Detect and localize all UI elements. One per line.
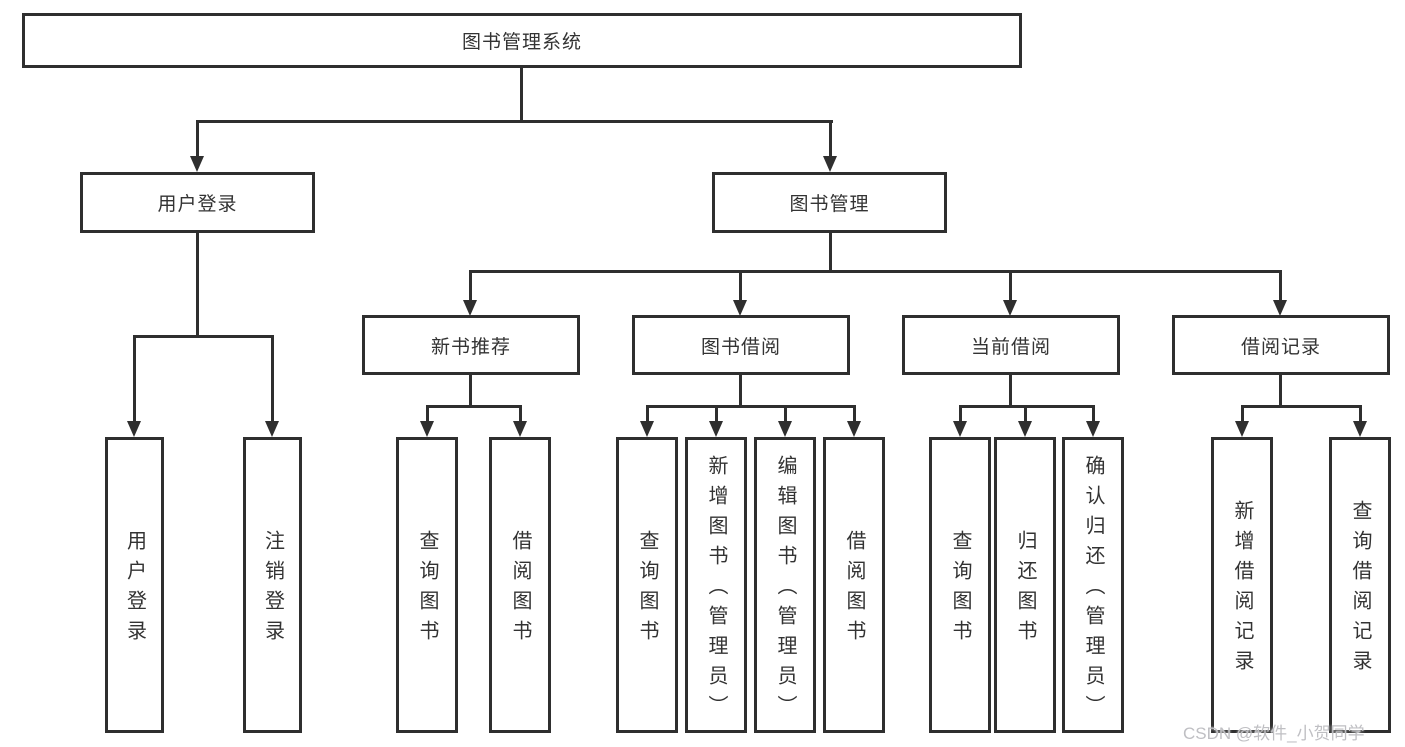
arrowhead-bb-add bbox=[709, 421, 723, 437]
connector-records-stub bbox=[1279, 375, 1282, 407]
connector-stem-book-borrow bbox=[739, 270, 742, 302]
connector-user-login-hbar bbox=[133, 335, 274, 338]
node-user-login: 用户登录 bbox=[80, 172, 315, 233]
connector-book-management-hbar bbox=[469, 270, 1282, 273]
connector-records-hbar bbox=[1241, 405, 1361, 408]
node-leaf-add-book-admin: 新增图书（管理员） bbox=[685, 437, 747, 733]
connector-stem-cb-query bbox=[959, 405, 962, 423]
node-label: 借阅图书 bbox=[509, 530, 531, 650]
node-leaf-borrow-borrow-book: 借阅图书 bbox=[823, 437, 885, 733]
node-label: 注销登录 bbox=[261, 530, 284, 650]
node-label: 当前借阅 bbox=[970, 336, 1051, 358]
node-new-book-recommend: 新书推荐 bbox=[362, 315, 580, 375]
node-current-borrow: 当前借阅 bbox=[902, 315, 1120, 375]
arrowhead-rec-add bbox=[1235, 421, 1249, 437]
arrowhead-bb-edit bbox=[778, 421, 792, 437]
arrowhead-rec-query bbox=[1353, 421, 1367, 437]
connector-stem-login-leaf bbox=[133, 335, 136, 423]
connector-stem-rec-add bbox=[1241, 405, 1244, 423]
arrowhead-cb-query bbox=[953, 421, 967, 437]
node-leaf-query-borrow-record: 查询借阅记录 bbox=[1329, 437, 1391, 733]
node-label: 查询图书 bbox=[949, 530, 971, 650]
node-leaf-newbook-borrow-book: 借阅图书 bbox=[489, 437, 551, 733]
connector-stem-cb-confirm bbox=[1092, 405, 1095, 423]
arrowhead-cb-confirm bbox=[1086, 421, 1100, 437]
node-root-library-system: 图书管理系统 bbox=[22, 13, 1022, 68]
arrowhead-user-login bbox=[190, 156, 204, 172]
arrowhead-logout-leaf bbox=[265, 421, 279, 437]
node-label: 借阅图书 bbox=[843, 530, 865, 650]
node-leaf-add-borrow-record: 新增借阅记录 bbox=[1211, 437, 1273, 733]
connector-stem-logout-leaf bbox=[271, 335, 274, 423]
connector-book-management-stub bbox=[829, 233, 832, 272]
connector-stem-newbook-query bbox=[426, 405, 429, 423]
connector-stem-book-management bbox=[829, 120, 832, 160]
node-leaf-return-book: 归还图书 bbox=[994, 437, 1056, 733]
node-label: 查询图书 bbox=[416, 530, 438, 650]
node-leaf-edit-book-admin: 编辑图书（管理员） bbox=[754, 437, 816, 733]
node-label: 确认归还（管理员） bbox=[1082, 455, 1104, 725]
connector-bookborrow-stub bbox=[739, 375, 742, 407]
connector-root-hbar bbox=[196, 120, 833, 123]
connector-stem-borrow-records bbox=[1279, 270, 1282, 302]
connector-stem-new-book bbox=[469, 270, 472, 302]
node-leaf-newbook-query-book: 查询图书 bbox=[396, 437, 458, 733]
arrowhead-newbook-query bbox=[420, 421, 434, 437]
arrowhead-book-borrow bbox=[733, 300, 747, 316]
connector-stem-cb-return bbox=[1024, 405, 1027, 423]
arrowhead-cb-return bbox=[1018, 421, 1032, 437]
node-label: 用户登录 bbox=[157, 194, 238, 215]
connector-stem-user-login bbox=[196, 120, 199, 160]
node-leaf-logout: 注销登录 bbox=[243, 437, 302, 733]
connector-stem-current-borrow bbox=[1009, 270, 1012, 302]
node-label: 图书管理系统 bbox=[461, 32, 582, 53]
arrowhead-bb-query bbox=[640, 421, 654, 437]
node-leaf-user-login: 用户登录 bbox=[105, 437, 164, 733]
connector-stem-bb-query bbox=[646, 405, 649, 423]
connector-bookborrow-hbar bbox=[646, 405, 856, 408]
node-label: 用户登录 bbox=[123, 530, 146, 650]
arrowhead-bb-borrow bbox=[847, 421, 861, 437]
node-leaf-confirm-return-admin: 确认归还（管理员） bbox=[1062, 437, 1124, 733]
node-leaf-borrow-query-book: 查询图书 bbox=[616, 437, 678, 733]
csdn-watermark: CSDN @软件_小贺同学 bbox=[1183, 724, 1365, 743]
node-leaf-current-query-book: 查询图书 bbox=[929, 437, 991, 733]
connector-newbook-hbar bbox=[426, 405, 522, 408]
node-label: 新增借阅记录 bbox=[1231, 500, 1253, 680]
arrowhead-book-management bbox=[823, 156, 837, 172]
arrowhead-login-leaf bbox=[127, 421, 141, 437]
arrowhead-new-book bbox=[463, 300, 477, 316]
node-label: 图书借阅 bbox=[700, 336, 781, 358]
node-label: 编辑图书（管理员） bbox=[774, 455, 796, 725]
arrowhead-current-borrow bbox=[1003, 300, 1017, 316]
arrowhead-newbook-borrow bbox=[513, 421, 527, 437]
connector-current-hbar bbox=[959, 405, 1095, 408]
connector-stem-bb-borrow bbox=[853, 405, 856, 423]
connector-stem-bb-edit bbox=[784, 405, 787, 423]
node-label: 新书推荐 bbox=[430, 336, 511, 358]
connector-stem-rec-query bbox=[1359, 405, 1362, 423]
node-label: 借阅记录 bbox=[1240, 336, 1321, 358]
node-label: 新增图书（管理员） bbox=[705, 455, 727, 725]
node-label: 图书管理 bbox=[789, 194, 870, 215]
connector-current-stub bbox=[1009, 375, 1012, 407]
connector-root-stub bbox=[520, 68, 523, 122]
connector-stem-newbook-borrow bbox=[519, 405, 522, 423]
connector-user-login-stub bbox=[196, 233, 199, 338]
connector-stem-bb-add bbox=[715, 405, 718, 423]
node-label: 查询图书 bbox=[636, 530, 658, 650]
node-book-management: 图书管理 bbox=[712, 172, 947, 233]
arrowhead-borrow-records bbox=[1273, 300, 1287, 316]
node-borrow-records: 借阅记录 bbox=[1172, 315, 1390, 375]
node-book-borrow: 图书借阅 bbox=[632, 315, 850, 375]
node-label: 查询借阅记录 bbox=[1349, 500, 1371, 680]
connector-newbook-stub bbox=[469, 375, 472, 407]
node-label: 归还图书 bbox=[1014, 530, 1036, 650]
